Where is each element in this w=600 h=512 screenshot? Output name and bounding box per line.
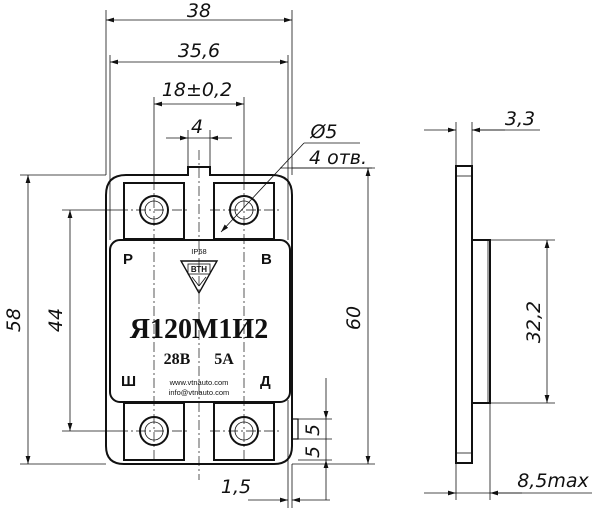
dim-hole-count: 4 отв. (309, 147, 367, 169)
terminal-label-bottom-left: Ш (121, 373, 136, 390)
side-flange (455, 165, 473, 464)
terminal-label-top-right: В (261, 251, 272, 268)
dim-slot-width: 4 (191, 116, 203, 138)
terminal-label-bottom-right: Д (260, 373, 271, 390)
manufacturer-logo: ВТН (179, 260, 219, 295)
dim-overall-width: 38 (187, 0, 211, 22)
protection-rating: IP68 (191, 247, 206, 256)
dim-edge-offset: 1,5 (221, 476, 251, 498)
dim-terminal-spacing: 18±0,2 (162, 79, 232, 101)
label-plate (109, 239, 291, 403)
dim-tab-b: 5 (302, 446, 324, 458)
dim-flange-thickness: 3,3 (505, 108, 535, 130)
email: info@vtnauto.com (169, 388, 230, 397)
front-view-dimensions: 38 35,6 18±0,2 4 Ø5 4 отв. 58 44 (3, 0, 375, 508)
terminal-label-top-left: Р (123, 251, 133, 268)
dim-max-depth: 8,5max (517, 470, 589, 492)
dim-label-height: 32,2 (523, 301, 545, 343)
side-view (455, 165, 491, 464)
right-tab (291, 418, 299, 440)
website: www.vtnauto.com (169, 378, 229, 387)
dim-mounting-height: 60 (343, 306, 365, 330)
side-view-dimensions: 3,3 32,2 8,5max (424, 108, 592, 500)
voltage-rating: 28В (164, 351, 191, 368)
front-view: IP68 ВТН Р В Ш Д Я120М1И2 28В 5А www.vtn… (105, 150, 299, 480)
dim-tab-a: 5 (302, 424, 324, 436)
regulator-body-outline (105, 166, 293, 465)
current-rating: 5А (214, 351, 234, 368)
dim-overall-height: 58 (3, 308, 25, 332)
svg-text:ВТН: ВТН (191, 265, 207, 274)
dim-mounting-width: 35,6 (178, 40, 220, 62)
side-label-block (471, 239, 491, 404)
model-number: Я120М1И2 (130, 314, 268, 345)
dim-terminal-vspacing: 44 (45, 308, 67, 332)
dim-hole-diameter: Ø5 (309, 121, 337, 143)
